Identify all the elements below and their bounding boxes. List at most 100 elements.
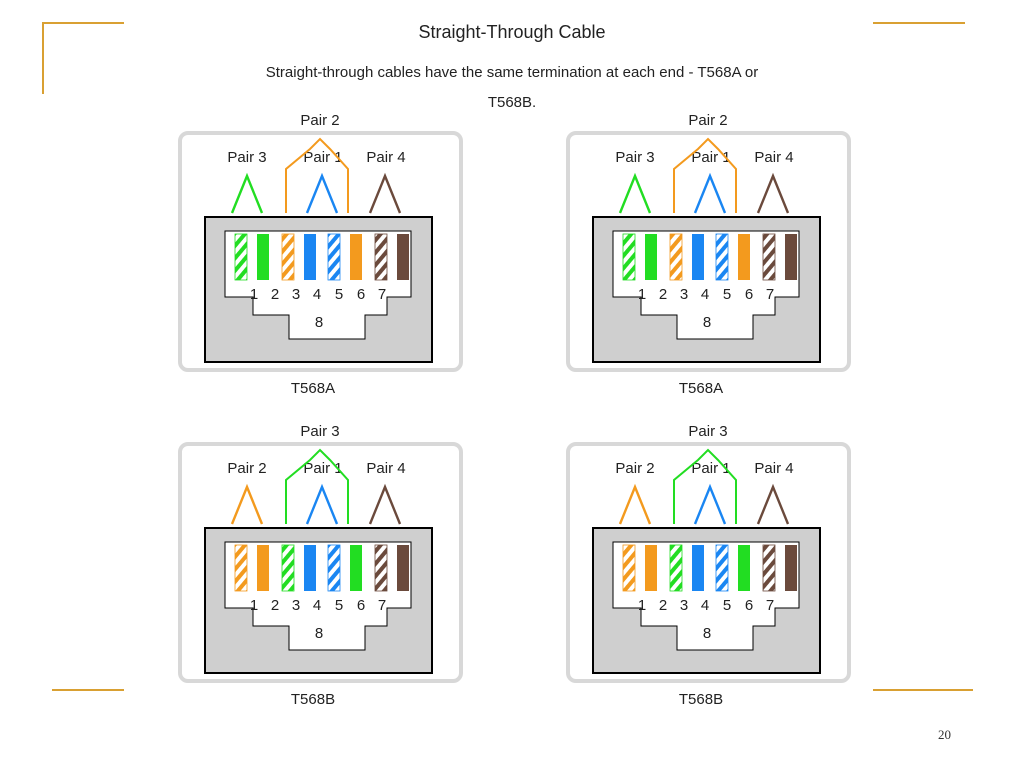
pair-chevron bbox=[618, 172, 652, 214]
wire-pin-3 bbox=[281, 544, 295, 592]
pair-chevron bbox=[230, 483, 264, 525]
wire-pin-7 bbox=[762, 544, 776, 592]
pin-number: 4 bbox=[701, 286, 709, 303]
jack-opening bbox=[612, 541, 800, 651]
wire-pin-1 bbox=[234, 233, 248, 281]
slide-subtitle: Straight-through cables have the same te… bbox=[265, 64, 759, 111]
pin-number: 2 bbox=[659, 286, 667, 303]
jack-opening bbox=[224, 230, 412, 340]
pair-label: Pair 3 bbox=[688, 423, 727, 440]
corner-bar-top-left-vertical bbox=[42, 22, 44, 94]
pair-label: Pair 4 bbox=[754, 149, 793, 166]
wire-pin-4 bbox=[692, 545, 704, 591]
pair-chevron bbox=[756, 483, 790, 525]
pin-number: 6 bbox=[745, 597, 753, 614]
wire-pin-6 bbox=[350, 234, 362, 280]
wire-pin-4 bbox=[692, 234, 704, 280]
jack-opening bbox=[612, 230, 800, 340]
wire-pin-1 bbox=[234, 544, 248, 592]
wire-pin-1 bbox=[622, 233, 636, 281]
corner-bar-bottom-right bbox=[873, 689, 973, 691]
pair-chevron bbox=[305, 483, 339, 525]
wire-pin-7 bbox=[374, 544, 388, 592]
pair-chevron bbox=[618, 483, 652, 525]
wire-pin-2 bbox=[257, 545, 269, 591]
corner-bar-top-left-horizontal bbox=[42, 22, 124, 24]
pair-label: Pair 3 bbox=[300, 423, 339, 440]
pin-number: 5 bbox=[335, 286, 343, 303]
pair-chevron bbox=[368, 483, 402, 525]
pin-number: 8 bbox=[315, 625, 323, 642]
wire-pin-6 bbox=[738, 545, 750, 591]
wire-pin-2 bbox=[645, 234, 657, 280]
pin-number: 7 bbox=[766, 286, 774, 303]
corner-bar-top-right bbox=[873, 22, 965, 24]
wire-pin-6 bbox=[350, 545, 362, 591]
pin-number: 1 bbox=[250, 597, 258, 614]
standard-label: T568B bbox=[679, 691, 723, 708]
pin-number: 6 bbox=[357, 597, 365, 614]
pair-chevron bbox=[230, 172, 264, 214]
pin-number: 8 bbox=[315, 314, 323, 331]
pair-label: Pair 2 bbox=[300, 112, 339, 129]
wire-pin-7 bbox=[762, 233, 776, 281]
wire-pin-8 bbox=[785, 545, 797, 591]
pin-number: 1 bbox=[638, 286, 646, 303]
pair-chevron bbox=[693, 172, 727, 214]
pin-number: 7 bbox=[378, 286, 386, 303]
pin-number: 4 bbox=[313, 597, 321, 614]
pair-label: Pair 4 bbox=[366, 149, 405, 166]
standard-label: T568A bbox=[679, 380, 723, 397]
wire-pin-8 bbox=[785, 234, 797, 280]
standard-label: T568B bbox=[291, 691, 335, 708]
top-pair-bracket bbox=[673, 448, 737, 524]
pin-number: 6 bbox=[357, 286, 365, 303]
pin-number: 2 bbox=[659, 597, 667, 614]
wire-pin-5 bbox=[327, 544, 341, 592]
pin-number: 2 bbox=[271, 286, 279, 303]
pin-number: 7 bbox=[766, 597, 774, 614]
wire-pin-4 bbox=[304, 545, 316, 591]
top-pair-bracket bbox=[285, 448, 349, 524]
slide-title: Straight-Through Cable bbox=[418, 22, 606, 42]
wire-pin-1 bbox=[622, 544, 636, 592]
pin-number: 3 bbox=[292, 597, 300, 614]
top-pair-bracket bbox=[673, 137, 737, 213]
pair-label: Pair 4 bbox=[754, 460, 793, 477]
pair-label: Pair 3 bbox=[615, 149, 654, 166]
jack-opening bbox=[224, 541, 412, 651]
pin-number: 8 bbox=[703, 314, 711, 331]
wire-pin-4 bbox=[304, 234, 316, 280]
pin-number: 5 bbox=[723, 286, 731, 303]
pin-number: 5 bbox=[723, 597, 731, 614]
corner-bar-bottom-left bbox=[52, 689, 124, 691]
pair-chevron bbox=[305, 172, 339, 214]
pin-number: 3 bbox=[680, 286, 688, 303]
wire-pin-2 bbox=[257, 234, 269, 280]
wire-pin-3 bbox=[669, 233, 683, 281]
pair-label: Pair 2 bbox=[615, 460, 654, 477]
pair-label: Pair 2 bbox=[227, 460, 266, 477]
standard-label: T568A bbox=[291, 380, 335, 397]
pin-number: 1 bbox=[250, 286, 258, 303]
pin-number: 3 bbox=[680, 597, 688, 614]
pin-number: 4 bbox=[701, 597, 709, 614]
pin-number: 7 bbox=[378, 597, 386, 614]
wire-pin-6 bbox=[738, 234, 750, 280]
pair-label: Pair 4 bbox=[366, 460, 405, 477]
wire-pin-3 bbox=[281, 233, 295, 281]
wire-pin-5 bbox=[327, 233, 341, 281]
page-number: 20 bbox=[938, 727, 951, 742]
pair-label: Pair 2 bbox=[688, 112, 727, 129]
pin-number: 1 bbox=[638, 597, 646, 614]
wire-pin-7 bbox=[374, 233, 388, 281]
wire-pin-5 bbox=[715, 544, 729, 592]
wire-pin-3 bbox=[669, 544, 683, 592]
pair-chevron bbox=[756, 172, 790, 214]
pin-number: 2 bbox=[271, 597, 279, 614]
wire-pin-5 bbox=[715, 233, 729, 281]
